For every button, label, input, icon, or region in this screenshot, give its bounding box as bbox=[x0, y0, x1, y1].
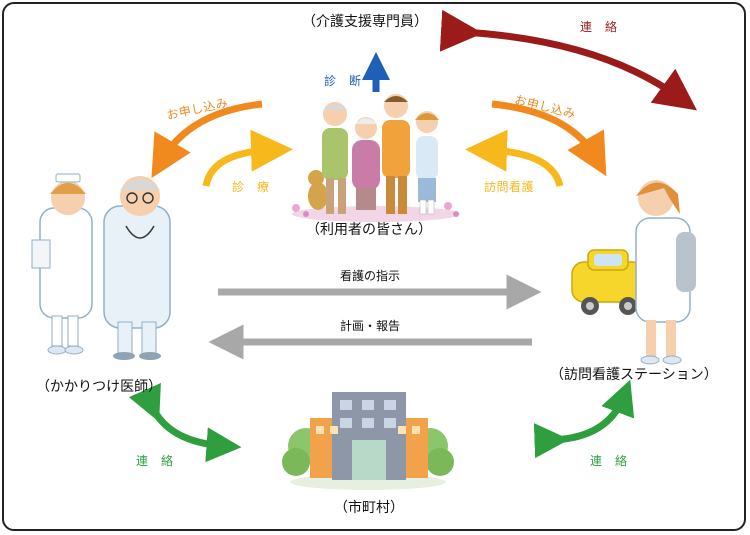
apply-arrow-left bbox=[151, 100, 263, 179]
renraku-arrow-right bbox=[533, 379, 635, 459]
care-manager-label: （介護支援専門員） bbox=[302, 14, 428, 30]
station-label: （訪問看護ステーション） bbox=[550, 367, 718, 383]
city-label: （市町村） bbox=[334, 500, 404, 516]
renraku-top-label: 連 絡 bbox=[580, 20, 618, 34]
doctor-label: （かかりつけ医師） bbox=[36, 379, 163, 395]
family-illustration bbox=[292, 94, 460, 222]
renraku-left-label: 連 絡 bbox=[136, 454, 174, 468]
renraku-arrow-left bbox=[128, 382, 242, 463]
renraku-right-label: 連 絡 bbox=[590, 454, 628, 468]
shinryo-label: 診 療 bbox=[232, 180, 270, 194]
shinryo-arrow bbox=[202, 129, 293, 187]
renraku-arrow-top bbox=[439, 9, 698, 111]
city-hall-illustration bbox=[282, 392, 454, 490]
station-illustration bbox=[571, 180, 696, 365]
kango-shiji-label: 看護の指示 bbox=[340, 269, 401, 283]
doctor-illustration bbox=[31, 173, 171, 360]
keikaku-label: 計画・報告 bbox=[340, 319, 401, 333]
houmon-arrow bbox=[465, 129, 564, 188]
shindan-label: 診 断 bbox=[324, 74, 362, 88]
apply-arrow-right bbox=[491, 100, 607, 177]
users-label: （利用者の皆さん） bbox=[306, 222, 432, 238]
houmon-label: 訪問看護 bbox=[484, 180, 535, 194]
